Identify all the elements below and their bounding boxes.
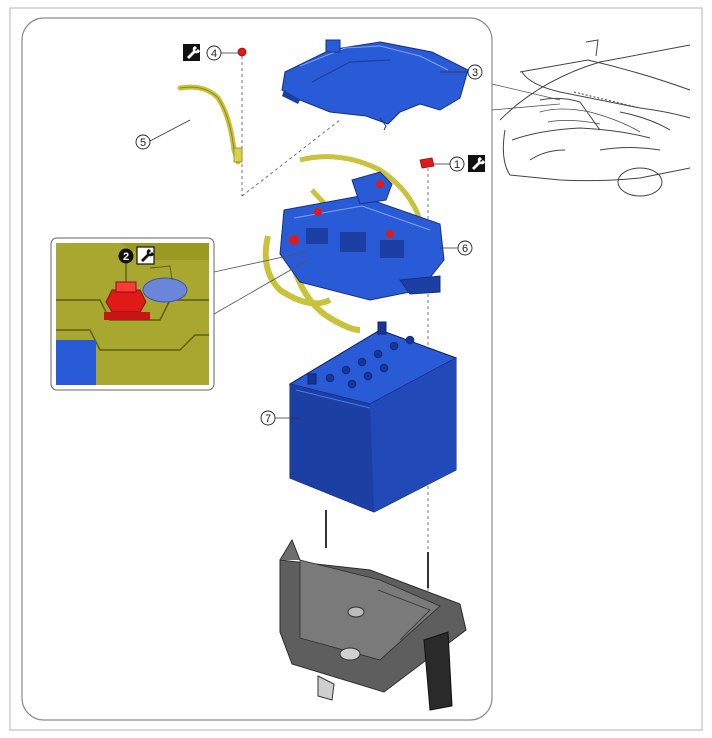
callout-3: 3 <box>440 64 483 80</box>
wrench-icon <box>472 157 485 170</box>
battery-part <box>288 321 458 513</box>
detail-inset <box>50 237 215 391</box>
locator-line-upper <box>491 83 561 101</box>
svg-text:2: 2 <box>123 251 129 263</box>
svg-text:6: 6 <box>462 243 468 255</box>
locator-line-lower <box>491 103 561 111</box>
inset-line-lower <box>213 259 309 315</box>
callout-2: 2 <box>118 248 134 264</box>
callout-7: 7 <box>260 410 300 426</box>
torque-wrench-badge-2 <box>136 246 155 265</box>
svg-text:7: 7 <box>265 413 271 425</box>
inset-line-upper <box>213 251 307 273</box>
callout-1: 1 <box>434 156 465 172</box>
wrench-icon <box>187 46 200 59</box>
svg-text:3: 3 <box>472 67 478 79</box>
vehicle-engine-bay <box>539 108 641 133</box>
callout-5: 5 <box>135 119 191 150</box>
bolt-part-1 <box>419 157 435 169</box>
callout-4: 4 <box>206 45 238 61</box>
torque-wrench-badge-4 <box>183 44 200 61</box>
callout-6: 6 <box>440 240 473 256</box>
svg-text:1: 1 <box>454 159 460 171</box>
nut-part-4 <box>237 47 247 57</box>
battery-tray-part <box>279 510 467 711</box>
svg-text:5: 5 <box>140 137 146 149</box>
battery-cover-part <box>281 39 469 131</box>
terminal-junction-part <box>262 154 445 333</box>
torque-wrench-badge-1 <box>468 155 485 172</box>
wrench-icon <box>141 249 154 262</box>
ground-cable-part <box>177 84 243 165</box>
svg-text:4: 4 <box>211 48 217 60</box>
vehicle-locator <box>499 39 691 197</box>
